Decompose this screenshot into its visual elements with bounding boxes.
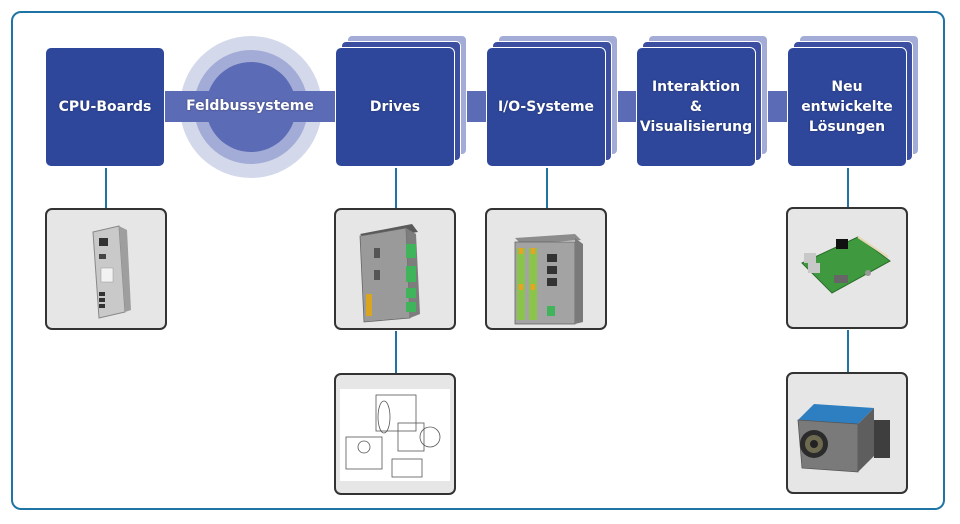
node-label: I/O-Systeme bbox=[497, 99, 595, 115]
fieldbus-label: Feldbussysteme bbox=[186, 98, 314, 114]
node-label: Neu entwickelte Lösungen bbox=[801, 79, 893, 135]
node-label: CPU-Boards bbox=[58, 99, 152, 115]
connector-line-cpu bbox=[105, 168, 107, 208]
node-io-systeme[interactable]: I/O-Systeme bbox=[486, 47, 606, 167]
motor-drawing-image bbox=[340, 389, 450, 481]
node-interaktion-visualisierung[interactable]: Interaktion & Visualisierung bbox=[636, 47, 756, 167]
image-card-drive bbox=[334, 208, 456, 330]
diagram-frame bbox=[11, 11, 945, 510]
node-label: Interaktion & Visualisierung bbox=[639, 79, 753, 135]
fieldbus-bar bbox=[168, 91, 334, 122]
image-card-motor-drawing bbox=[334, 373, 456, 495]
connector-line-new bbox=[847, 168, 849, 208]
image-card-camera bbox=[786, 372, 908, 494]
image-card-cpu-board bbox=[45, 208, 167, 330]
drive-image bbox=[359, 224, 420, 323]
node-cpu-boards[interactable]: CPU-Boards bbox=[45, 47, 165, 167]
io-system-image bbox=[514, 234, 583, 325]
image-card-circuit-board bbox=[786, 207, 908, 329]
cpu-board-image bbox=[92, 225, 131, 319]
node-label: Drives bbox=[369, 99, 421, 115]
circuit-board-image bbox=[801, 236, 891, 294]
camera-image bbox=[797, 404, 890, 473]
node-neu-entwickelte-loesungen[interactable]: Neu entwickelte Lösungen bbox=[787, 47, 907, 167]
connector-line-drives bbox=[395, 168, 397, 208]
connector-line-drives-2 bbox=[395, 331, 397, 373]
node-drives[interactable]: Drives bbox=[335, 47, 455, 167]
image-card-io-system bbox=[485, 208, 607, 330]
connector-line-new-2 bbox=[847, 330, 849, 373]
connector-line-io bbox=[546, 168, 548, 208]
